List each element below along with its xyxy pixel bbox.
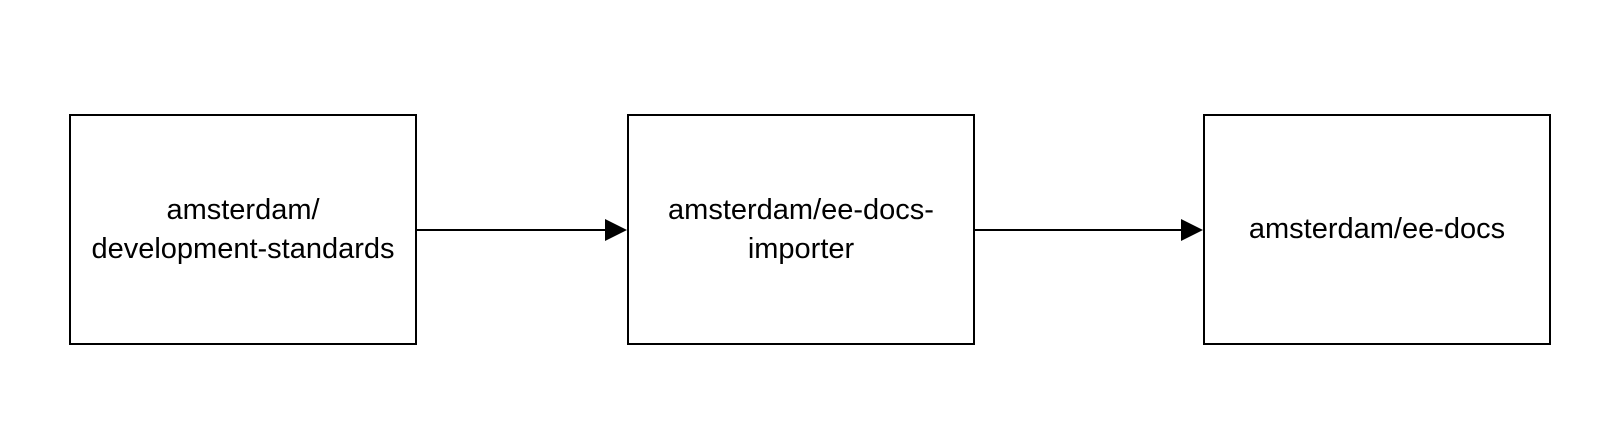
edge-importer-to-ee-docs [975,219,1203,241]
arrowhead-icon [605,219,627,241]
arrowhead-icon [1181,219,1203,241]
node-label: amsterdam/ development-standards [91,193,395,265]
node-ee-docs: amsterdam/ee-docs [1203,114,1551,345]
node-label: amsterdam/ee-docs- importer [668,193,934,265]
node-ee-docs-importer: amsterdam/ee-docs- importer [627,114,975,345]
edge-development-standards-to-importer [417,219,627,241]
node-label: amsterdam/ee-docs [1248,213,1506,245]
node-development-standards: amsterdam/ development-standards [69,114,417,345]
